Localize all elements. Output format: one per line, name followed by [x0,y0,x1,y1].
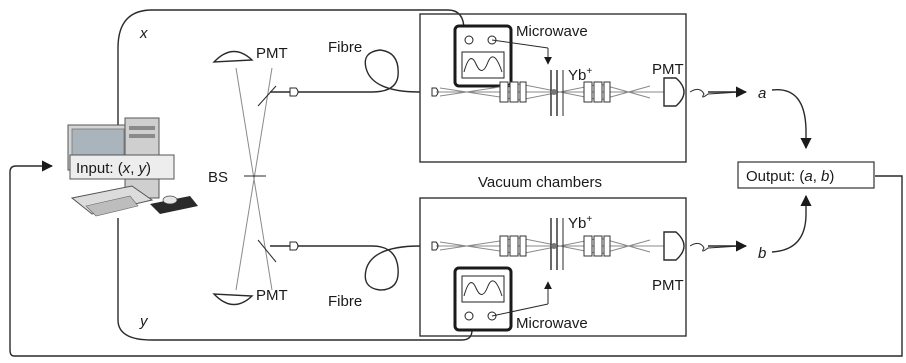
svg-text:Input: (x, y): Input: (x, y) [76,160,151,177]
yb-label: Yb+ [568,214,592,232]
microwave-label: Microwave [516,315,588,332]
label-a: a [758,85,766,102]
mirror-top [257,85,277,107]
fibre-top: Fibre [270,39,421,97]
output-b-path: b [689,194,812,262]
microwave-source-top: Microwave [453,23,588,88]
bs-label: BS [208,169,228,186]
pmt-right-bottom [663,231,685,261]
label-x: x [139,25,148,42]
fibre-bottom: Fibre [270,241,421,310]
label-b: b [758,245,766,262]
pmt-label: PMT [652,61,684,78]
pmt-bottom-left: PMT [212,287,288,306]
output-a-path: a [689,85,812,150]
pmt-label: PMT [652,277,684,294]
vacuum-chamber-bottom: Yb+ PMT Microwave [419,197,687,337]
mirror-bottom [257,239,277,263]
output-return-loop [9,160,903,357]
yb-label: Yb+ [568,66,592,84]
label-y: y [139,313,149,330]
pmt-right-top [663,77,685,107]
fibre-label: Fibre [328,39,362,56]
beam-splitter: BS [208,67,273,291]
pmt-label: PMT [256,45,288,62]
feedback-loop-x [117,9,472,132]
microwave-label: Microwave [516,23,588,40]
feedback-loop-y [117,218,478,341]
svg-text:Output: (a, b): Output: (a, b) [746,168,834,185]
vacuum-chambers-label: Vacuum chambers [478,174,602,191]
fibre-label: Fibre [328,293,362,310]
input-label: Input: (x, y) [69,154,175,180]
microwave-source-bottom: Microwave [453,266,588,332]
pmt-top-left: PMT [212,45,288,63]
output-label: Output: (a, b) [737,161,875,189]
pmt-label: PMT [256,287,288,304]
vacuum-chamber-top: Microwave Yb+ PMT [419,13,687,163]
